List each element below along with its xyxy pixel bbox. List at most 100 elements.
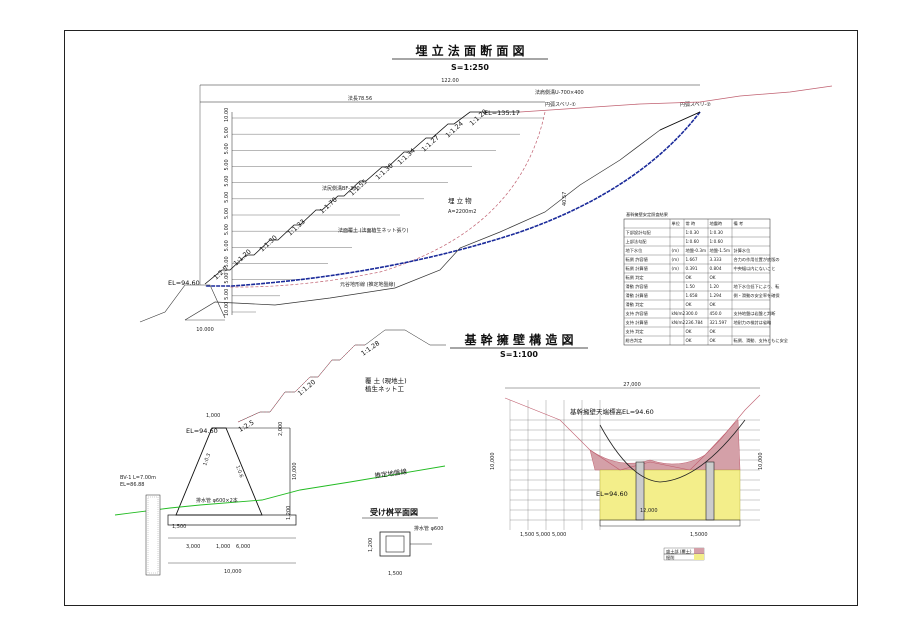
table-cell: OK xyxy=(710,302,716,307)
circle2-label: 円弧スベリ-② xyxy=(680,101,711,108)
stepped-slope xyxy=(204,111,520,285)
slope-ratio-10: 1:1.24 xyxy=(444,120,465,140)
basin-h: 1,200 xyxy=(368,538,374,552)
slope-ratio-2: 1:1.20 xyxy=(232,248,253,268)
wall-sub-dim-2: 1,000 xyxy=(216,544,230,550)
table-cell: 1.658 xyxy=(686,293,698,298)
berm-dim-label: 5.00 xyxy=(224,256,230,267)
berm-dim-label: 10.00 xyxy=(224,108,230,122)
table-cell: 地下水位 xyxy=(626,247,643,254)
sect-title: 基幹擁壁天端標高EL=94.60 xyxy=(570,407,654,416)
berm-dim-label: 5.00 xyxy=(224,289,230,300)
wall-slope1: 1:2.5 xyxy=(237,418,255,433)
wall-heel: 1,200 xyxy=(286,506,292,520)
slope-ratio-5: 1:1.70 xyxy=(318,196,339,216)
drain-pipe: 排水管 φ600×2本 xyxy=(196,497,238,504)
veg-net: 植生ネット工 xyxy=(365,384,405,393)
table-header-cell: 地震時 xyxy=(710,220,723,227)
table-cell: 1.667 xyxy=(686,257,698,262)
base-retaining xyxy=(139,284,226,323)
table-cell: OK xyxy=(686,275,692,280)
height-dim: 40.57 xyxy=(562,192,568,206)
table-cell: 支持 許容値 xyxy=(626,310,648,317)
table-cell: 450.0 xyxy=(710,311,722,316)
table-cell: 転倒 計算値 xyxy=(626,265,648,272)
basin-w: 1,500 xyxy=(388,571,402,577)
sect-right-dim: 1,5000 xyxy=(690,532,708,538)
base-el: EL=94.60 xyxy=(168,279,200,287)
table-cell: (m) xyxy=(672,248,680,253)
slope-ratio-7: 1:1.30 xyxy=(374,162,395,182)
boring-pattern xyxy=(147,496,159,574)
slope-ratio-4: 1:1.33 xyxy=(286,218,307,238)
berm-dim-label: 5.00 xyxy=(224,208,230,219)
table-cell: (m) xyxy=(672,257,680,262)
wall-slope-a: 1:0.3 xyxy=(202,453,212,467)
sect-el: EL=94.60 xyxy=(596,490,628,498)
wall-top-w: 1,000 xyxy=(206,413,220,419)
wall-slope-b: 1:0.6 xyxy=(234,465,244,479)
table-cell: 滑動 判定 xyxy=(626,301,644,308)
ground-line-label: 推定地盤線 xyxy=(374,466,408,480)
table-cell: 地下水位低下により、転 xyxy=(734,283,781,290)
slope-ratio-8: 1:1.34 xyxy=(396,147,417,167)
slip-circle-2 xyxy=(205,111,701,287)
sect-width: 27,000 xyxy=(623,382,641,388)
table-cell: OK xyxy=(710,329,716,334)
table-cell: 321.597 xyxy=(710,320,728,325)
table-cell: 1.294 xyxy=(710,293,722,298)
table-cell: 地耐力の検討は省略 xyxy=(734,319,773,326)
sect-base xyxy=(599,519,741,527)
legend-swatch-1 xyxy=(694,548,704,554)
table-cell: OK xyxy=(686,302,692,307)
slope-length-label: 法長78.56 xyxy=(348,95,372,102)
table-cell: 1.20 xyxy=(710,284,720,289)
berm-dim-label: 10.00 xyxy=(224,302,230,316)
berm-dim-label: 5.00 xyxy=(224,127,230,138)
table-cell: 上部法勾配 xyxy=(626,238,648,245)
legend-label-2: 掘削 xyxy=(666,554,674,561)
table-cell: (m) xyxy=(672,266,680,271)
table-cell: 0.391 xyxy=(686,266,698,271)
table-header-cell: 常 時 xyxy=(686,220,697,227)
wall-slope2: 1:1.20 xyxy=(296,378,317,398)
crest-el: EL=135.17 xyxy=(484,109,520,117)
boring-column xyxy=(145,494,161,576)
table-cell: 300.0 xyxy=(686,311,698,316)
total-width-label: 122.00 xyxy=(441,78,459,84)
circle1-label: 円弧スベリ-① xyxy=(545,101,576,108)
basin-outer xyxy=(379,531,411,557)
berm-dim-labels: 10.005.005.005.005.005.005.005.005.005.0… xyxy=(224,108,230,316)
table-cell: 転倒 許容値 xyxy=(626,256,648,263)
cover-soil: 覆 土 (現地土) xyxy=(365,376,407,385)
berm-dim-label: 5.00 xyxy=(224,143,230,154)
berm-dim-label: 5.00 xyxy=(224,159,230,170)
wall-slope3: 1:1.28 xyxy=(360,339,382,357)
bv-el: EL=86.88 xyxy=(120,482,144,488)
top-drain-label: 法肩側溝U-700×400 xyxy=(535,89,584,96)
table-cell: 中央幅以内にないこと xyxy=(734,265,776,272)
table-cell: 合力の作用位置が底版の xyxy=(734,256,780,263)
sect-left-dim-1: 1,500 xyxy=(520,532,534,538)
wall-upper-slope-pink xyxy=(237,344,365,423)
drain-line xyxy=(114,465,446,516)
wall-scale: S=1:100 xyxy=(500,350,538,359)
legend-swatch-2 xyxy=(694,554,704,560)
mid-drain-label: 法尻側溝BF-300 xyxy=(322,185,360,192)
berm-dim-label: 5.00 xyxy=(224,176,230,187)
table-cell: 転倒 判定 xyxy=(626,274,644,281)
top-scale: S=1:250 xyxy=(451,63,489,72)
wall-sub-dim-3: 6,000 xyxy=(236,544,250,550)
wall-title: 基 幹 擁 壁 構 造 図 xyxy=(463,332,573,347)
wall-height: 10,000 xyxy=(292,463,298,481)
sect-base-dim: 12,000 xyxy=(640,508,658,514)
table-cell: 支持地盤は岩盤と判断 xyxy=(734,310,777,317)
table-cell: 1:0.60 xyxy=(686,239,700,244)
sect-envelope xyxy=(599,419,746,483)
table-cell: 1:0.30 xyxy=(686,230,700,235)
berm-dim-label: 5.00 xyxy=(224,273,230,284)
table-cell: 支持 判定 xyxy=(626,328,644,335)
basin-inner xyxy=(385,535,405,553)
slope-ratio-3: 1:1.30 xyxy=(258,234,279,254)
